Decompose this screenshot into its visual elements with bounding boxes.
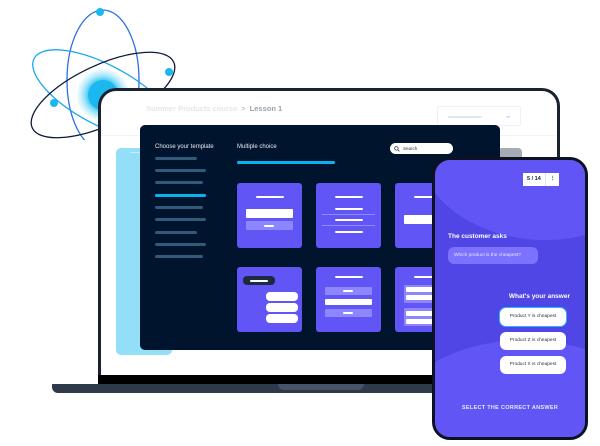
sidebar-item-6[interactable]: [155, 218, 206, 221]
template-card-input[interactable]: [237, 183, 302, 248]
breadcrumb: Summer Products course > Lesson 1: [146, 104, 282, 113]
sidebar-item-1[interactable]: [155, 157, 197, 160]
select-placeholder-line: [448, 116, 482, 118]
sidebar-item-5[interactable]: [155, 206, 203, 209]
sidebar-item-4-active[interactable]: [155, 194, 206, 197]
question-bubble: Which product is the cheapest?: [448, 247, 538, 264]
template-card-chat[interactable]: [237, 267, 302, 332]
sidebar-item-7[interactable]: [155, 231, 197, 234]
more-menu-icon[interactable]: ⋮: [549, 176, 556, 182]
phone-wave-bottom: [435, 340, 585, 437]
category-underline: [237, 161, 335, 164]
breadcrumb-parent-link[interactable]: Summer Products course: [146, 104, 238, 113]
sidebar-item-8[interactable]: [155, 243, 206, 246]
search-icon: [394, 145, 400, 152]
sidebar-item-3[interactable]: [155, 181, 203, 184]
modal-title: Choose your template: [155, 144, 214, 150]
answer-option-y[interactable]: Product Y is cheapest: [500, 308, 566, 326]
lesson-select-dropdown[interactable]: ⌄: [437, 106, 521, 126]
laptop-notch: [278, 384, 364, 390]
template-category-title: Multiple choice: [237, 144, 277, 150]
instruction-text: SELECT THE CORRECT ANSWER: [461, 405, 559, 411]
search-input[interactable]: Search: [390, 143, 453, 154]
question-label: The customer asks: [448, 233, 507, 240]
laptop-bezel: [98, 375, 538, 384]
counter-value: 5 / 14: [523, 173, 546, 186]
question-counter: 5 / 14 ⋮: [523, 173, 560, 186]
answer-option-x[interactable]: Product X is cheapest: [500, 356, 566, 374]
phone-quiz-screen: 5 / 14 ⋮ The customer asks Which product…: [432, 157, 588, 440]
answer-option-z[interactable]: Product Z is cheapest: [500, 332, 566, 350]
phone-wave-top: [435, 160, 585, 240]
template-card-list[interactable]: [316, 183, 381, 248]
sidebar-item-9[interactable]: [155, 255, 203, 258]
search-placeholder: Search: [403, 146, 418, 151]
chevron-down-icon: ⌄: [504, 110, 512, 120]
answer-label: What's your answer: [508, 293, 570, 300]
sidebar-item-2[interactable]: [155, 169, 206, 172]
breadcrumb-separator: >: [241, 104, 246, 113]
breadcrumb-current: Lesson 1: [249, 104, 283, 113]
template-card-multiple-choice[interactable]: [316, 267, 381, 332]
